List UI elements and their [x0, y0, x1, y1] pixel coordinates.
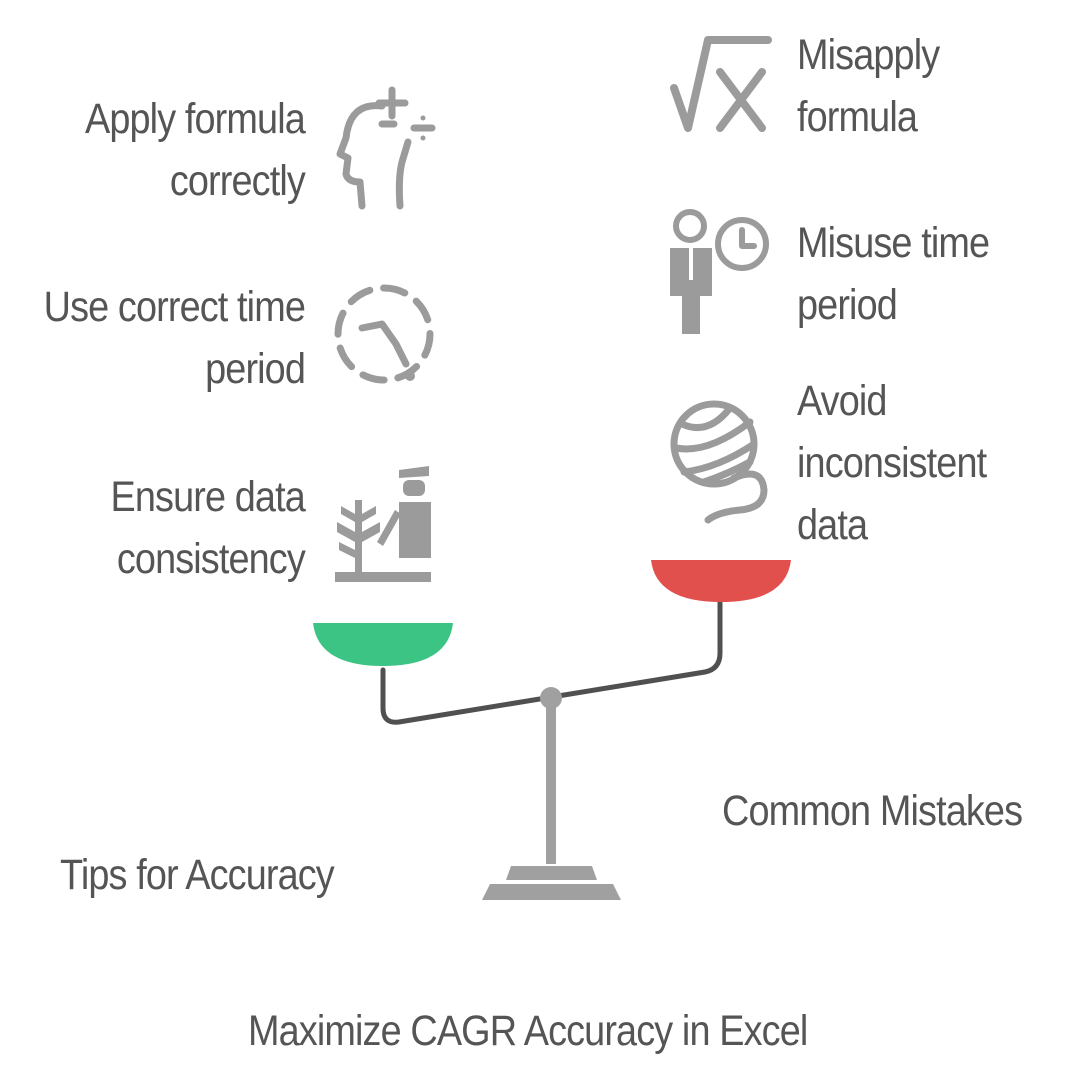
label-apply-formula-correctly: Apply formula correctly [85, 95, 306, 205]
square-root-x-icon [670, 30, 774, 134]
label-misapply-formula: Misapply formula [797, 31, 940, 141]
label-misuse-time-period: Misuse time period [797, 219, 990, 329]
label-avoid-inconsistent-data: Avoid inconsistent data [797, 377, 987, 549]
diagram-title: Maximize CAGR Accuracy in Excel [248, 1007, 808, 1055]
scale-pivot [540, 687, 562, 709]
head-math-icon [330, 82, 440, 212]
label-use-correct-time-period: Use correct time period [43, 283, 306, 393]
left-side-name: Tips for Accuracy [60, 851, 335, 899]
person-clock-icon [668, 208, 772, 338]
left-pan [313, 623, 453, 666]
dashed-clock-icon [332, 272, 436, 396]
scale-base-bottom [482, 884, 621, 900]
right-pan [651, 560, 791, 602]
right-side-name: Common Mistakes [722, 787, 1023, 835]
yarn-ball-icon [668, 394, 772, 526]
scale-pole [546, 702, 556, 864]
label-ensure-data-consistency: Ensure data consistency [110, 473, 306, 583]
gardener-icon [333, 462, 433, 586]
scale-base-top [506, 866, 597, 880]
